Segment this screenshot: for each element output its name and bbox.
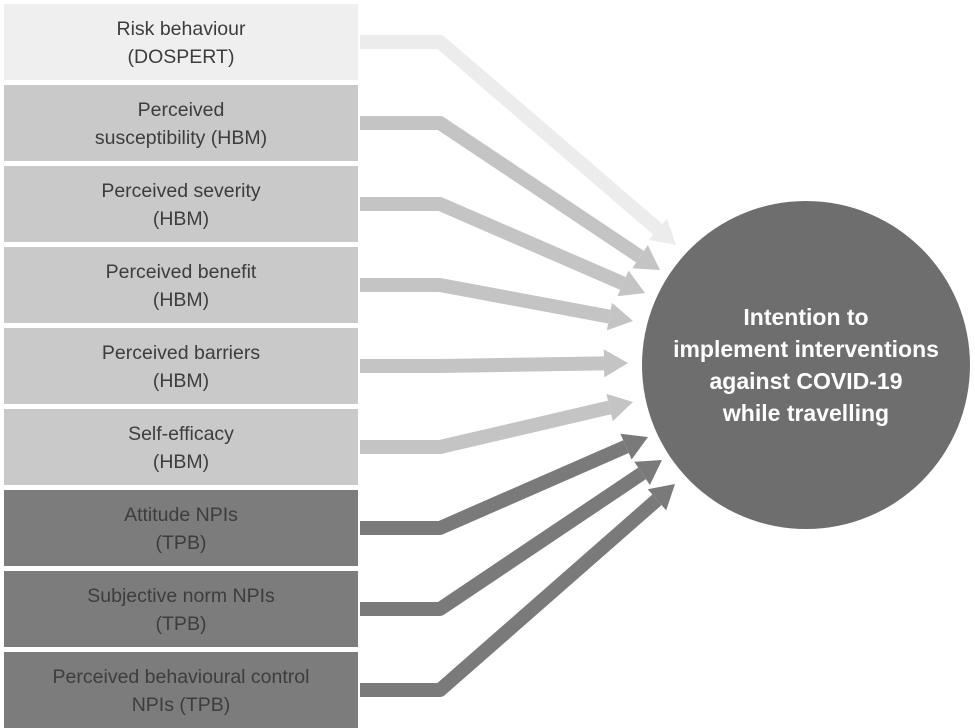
outcome-circle [642,201,970,529]
predictor-box-rect [4,409,358,485]
arrow-shaft-7 [360,440,629,535]
arrow-head-7 [620,433,648,460]
arrow-head-5 [603,349,628,378]
predictor-label-line: Perceived severity [101,180,261,202]
arrow-shaft-3 [360,197,626,290]
predictor-label-line: (HBM) [153,208,209,230]
arrow-head-4 [606,302,633,331]
outcome-node: Intention to implement interventions again… [642,201,970,529]
arrow-shaft-6 [360,400,612,454]
arrow-head-3 [617,270,645,297]
predictor-box-rect [4,166,358,242]
predictor-label-line: Attitude NPIs [124,504,238,526]
predictor-label-line: susceptibility (HBM) [95,127,267,149]
predictor-box-rect [4,652,358,728]
predictor-label-line: (HBM) [153,370,209,392]
arrow-head-2 [632,245,660,270]
outcome-label-line: implement interventions [673,336,939,362]
predictor-label-line: (HBM) [153,451,209,473]
predictor-box-rect [4,4,358,80]
predictor-label-line: (TPB) [156,532,207,554]
predictor-box-8: Subjective norm NPIs (TPB) [4,571,358,647]
predictor-box-rect [4,571,358,647]
predictor-boxes: Risk behaviour (DOSPERT) Perceived suscepti… [4,4,358,728]
arrow-shaft-8 [360,467,646,616]
outcome-label: Intention to implement interventions again… [673,304,939,426]
arrow-shaft-5 [360,356,605,373]
arrow-head-9 [647,484,675,511]
predictor-label-line: Perceived barriers [102,342,260,364]
arrow-shaft-4 [360,278,611,324]
predictor-label-line: Perceived benefit [106,261,257,283]
predictor-box-2: Perceived susceptibility (HBM) [4,85,358,161]
predictor-label-line: Perceived [138,99,225,121]
arrow-shaft-2 [360,116,644,263]
predictor-box-rect [4,247,358,323]
outcome-label-line: Intention to [743,304,868,330]
predictor-label-line: Perceived behavioural control [53,666,310,688]
predictor-box-6: Self-efficacy (HBM) [4,409,358,485]
predictor-label-line: (DOSPERT) [128,46,235,68]
arrow-shaft-1 [360,35,663,235]
predictor-box-rect [4,328,358,404]
predictor-box-5: Perceived barriers (HBM) [4,328,358,404]
predictor-box-rect [4,490,358,566]
predictor-box-3: Perceived severity (HBM) [4,166,358,242]
arrows-group [360,35,676,697]
predictor-box-1: Risk behaviour (DOSPERT) [4,4,358,80]
arrow-head-6 [606,393,633,422]
arrow-head-8 [634,460,662,485]
outcome-label-line: against COVID-19 [710,368,903,394]
predictor-label-line: Risk behaviour [117,18,246,40]
predictor-label-line: Subjective norm NPIs [87,585,275,607]
arrow-shaft-9 [360,494,662,697]
outcome-label-line: while travelling [722,400,889,426]
predictor-label-line: NPIs (TPB) [132,694,231,716]
predictor-box-4: Perceived benefit (HBM) [4,247,358,323]
arrow-head-1 [648,218,676,245]
predictor-box-7: Attitude NPIs (TPB) [4,490,358,566]
predictor-label-line: Self-efficacy [128,423,234,445]
predictor-box-rect [4,85,358,161]
predictor-label-line: (TPB) [156,613,207,635]
predictor-label-line: (HBM) [153,289,209,311]
